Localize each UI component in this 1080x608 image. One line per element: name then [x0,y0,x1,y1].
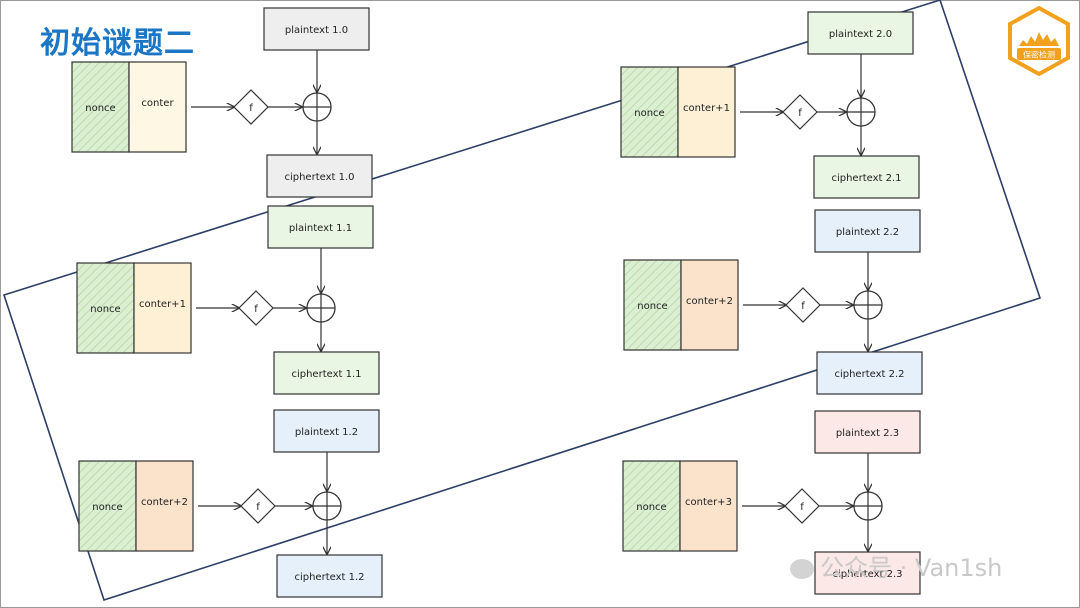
ciphertext-box [813,155,920,199]
counter-label: conter+3 [685,497,732,508]
ctr-block: nonce conter+3 f plaintext 2.3 ciphertext 2.… [622,410,921,595]
counter-label: conter+1 [139,299,186,310]
plaintext-label: plaintext 1.2 [295,427,358,438]
function-f-node [782,94,818,130]
counter-box [679,460,738,552]
ciphertext-box [273,351,380,395]
counter-box [677,66,736,158]
nonce-label: nonce [637,301,667,312]
counter-box [128,61,187,153]
logo-text: 保密检测 [1023,50,1055,60]
counter-box [133,262,192,354]
function-f-node [785,287,821,323]
nonce-box [620,66,679,158]
ciphertext-box [276,554,383,598]
function-f-label: f [254,304,258,315]
nonce-label: nonce [636,502,666,513]
ciphertext-label: ciphertext 2.3 [832,569,902,580]
nonce-box [623,259,682,351]
function-f-label: f [798,108,802,119]
plaintext-label: plaintext 1.1 [289,223,352,234]
function-f-node [238,290,274,326]
ciphertext-label: ciphertext 2.1 [831,173,901,184]
plaintext-box [273,409,380,453]
wechat-icon [790,559,814,579]
nonce-box [71,61,130,153]
nonce-label: nonce [90,304,120,315]
plaintext-label: plaintext 2.2 [836,227,899,238]
ciphertext-label: ciphertext 1.1 [291,369,361,380]
plaintext-box [267,205,374,249]
plaintext-label: plaintext 2.0 [829,29,892,40]
counter-label: conter+2 [141,497,188,508]
counter-label: conter [141,98,174,109]
counter-box [680,259,739,351]
counter-label: conter+1 [683,103,730,114]
ciphertext-label: ciphertext 2.2 [834,369,904,380]
nonce-label: nonce [634,108,664,119]
function-f-label: f [801,301,805,312]
plaintext-box [814,410,921,454]
ciphertext-box [814,551,921,595]
nonce-box [622,460,681,552]
ciphertext-label: ciphertext 1.0 [284,172,354,183]
watermark: 公众号 · Van1sh [790,548,1002,583]
ciphertext-label: ciphertext 1.2 [294,572,364,583]
function-f-node [240,488,276,524]
function-f-label: f [249,103,253,114]
nonce-box [78,460,137,552]
ctr-block: nonce conter+1 f plaintext 1.1 ciphertext 1.… [76,205,380,395]
ctr-block: nonce conter+2 f plaintext 2.2 ciphertext 2.… [623,209,923,395]
ctr-block: nonce conter f plaintext 1.0 ciphertext 1.0 [71,7,373,198]
plaintext-box [263,7,370,51]
nonce-label: nonce [85,103,115,114]
ciphertext-box [816,351,923,395]
function-f-label: f [800,502,804,513]
counter-box [135,460,194,552]
plaintext-box [814,209,921,253]
nonce-label: nonce [92,502,122,513]
function-f-node [233,89,269,125]
counter-label: conter+2 [686,296,733,307]
plaintext-label: plaintext 2.3 [836,428,899,439]
slide-title: 初始谜题二 [40,26,195,61]
ciphertext-box [266,154,373,198]
plaintext-label: plaintext 1.0 [285,25,348,36]
function-f-label: f [256,502,260,513]
plaintext-box [807,11,914,55]
watermark-text: 公众号 · Van1sh [820,554,1003,582]
logo-badge: 保密检测 [1008,6,1070,76]
ctr-block: nonce conter+2 f plaintext 1.2 ciphertext 1.… [78,409,383,598]
function-f-node [784,488,820,524]
ctr-block: nonce conter+1 f plaintext 2.0 ciphertext 2.… [620,11,920,199]
